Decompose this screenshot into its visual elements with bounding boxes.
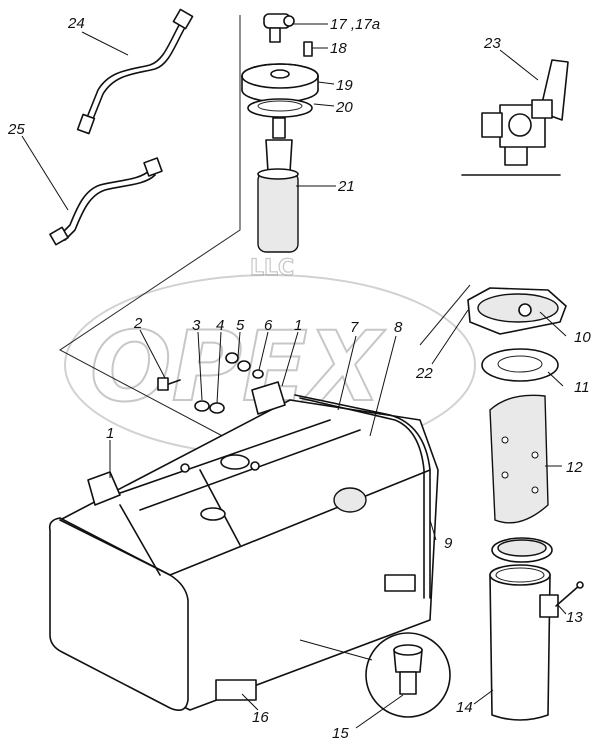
pipe-24 — [76, 8, 194, 135]
valve-23 — [461, 59, 569, 176]
callout-5: 5 — [236, 317, 245, 334]
grouping-frame-lines — [59, 15, 471, 441]
flange-19 — [241, 63, 319, 103]
intake-filter-21 — [257, 117, 299, 253]
filler-cap-10 — [467, 287, 567, 335]
callout-7: 7 — [350, 319, 359, 336]
callout-13: 13 — [566, 609, 583, 626]
gasket-20 — [247, 98, 313, 118]
filler-screen-12 — [489, 394, 553, 563]
callout-20: 20 — [335, 99, 353, 116]
filler-neck-14 — [489, 564, 559, 721]
screw-18 — [303, 41, 313, 57]
callout-24: 24 — [67, 15, 85, 32]
callout-11: 11 — [574, 379, 590, 396]
callout-1b: 1 — [294, 317, 302, 334]
clamp-bolt-13 — [555, 581, 584, 607]
callout-12: 12 — [566, 459, 583, 476]
fitting-17 — [263, 13, 295, 43]
nut-5 — [225, 352, 251, 372]
washer-6 — [252, 369, 264, 379]
callout-10: 10 — [574, 329, 591, 346]
washer-3 — [194, 400, 210, 412]
callout-22: 22 — [415, 365, 433, 382]
washer-4 — [209, 402, 225, 414]
pipe-25 — [49, 157, 163, 246]
callout-2: 2 — [133, 315, 143, 332]
callout-4: 4 — [216, 317, 224, 334]
callout-21: 21 — [337, 178, 355, 195]
callout-19: 19 — [336, 77, 353, 94]
callout-labels: 24 25 17 ,17a 18 19 20 21 23 2 3 4 5 6 1… — [7, 15, 591, 742]
callout-3: 3 — [192, 317, 201, 334]
callout-25: 25 — [7, 121, 25, 138]
callout-1a: 1 — [106, 425, 114, 442]
callout-23: 23 — [483, 35, 501, 52]
watermark-small-text: LLC — [250, 256, 294, 281]
drain-plug-15 — [299, 632, 451, 718]
callout-14: 14 — [456, 699, 473, 716]
callout-15: 15 — [332, 725, 349, 742]
strap-9 — [294, 394, 431, 599]
callout-17: 17 ,17a — [330, 16, 380, 33]
leader-lines — [21, 23, 567, 729]
seal-ring-11 — [481, 348, 559, 382]
callout-18: 18 — [330, 40, 347, 57]
fuel-tank — [48, 381, 439, 711]
callout-8: 8 — [394, 319, 403, 336]
bolt-2 — [157, 377, 181, 391]
callout-9: 9 — [444, 535, 453, 552]
callout-16: 16 — [252, 709, 269, 726]
callout-6: 6 — [264, 317, 273, 334]
